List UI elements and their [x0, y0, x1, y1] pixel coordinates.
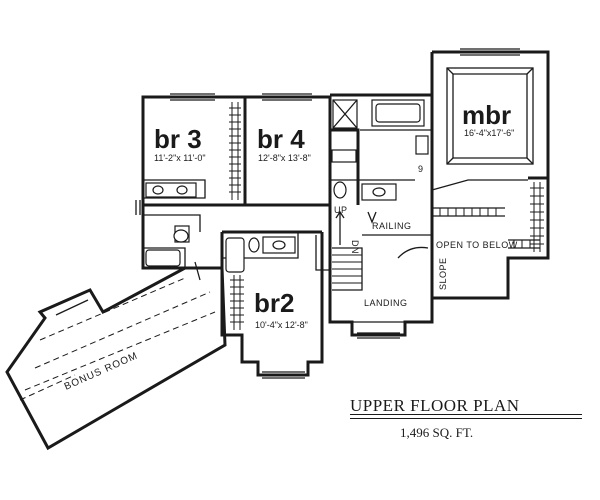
- label-open-to-below: OPEN TO BELOW: [436, 240, 518, 250]
- room-size-mbr: 16'-4"x17'-6": [464, 128, 514, 138]
- bath-fixtures: [145, 99, 429, 273]
- label-slope: SLOPE: [438, 257, 448, 290]
- room-size-br4: 12'-8"x 13'-8": [258, 153, 311, 163]
- railing: [431, 179, 540, 249]
- title-underline: [350, 414, 582, 415]
- exterior-walls: [141, 50, 550, 377]
- windows: [135, 48, 520, 379]
- label-up: UP: [334, 205, 348, 215]
- room-name-bonus: BONUS ROOM: [63, 350, 140, 392]
- mbr-tray-ceiling: [446, 67, 534, 165]
- bonus-room-walls: [5, 266, 227, 451]
- label-railing: RAILING: [372, 221, 412, 231]
- room-name-mbr: mbr: [462, 100, 511, 130]
- stairs: [194, 210, 432, 291]
- plan-title: UPPER FLOOR PLAN: [350, 396, 520, 415]
- plan-square-footage: 1,496 SQ. FT.: [400, 425, 474, 440]
- closet-hatching: [229, 102, 544, 330]
- room-name-br4: br 4: [257, 124, 305, 154]
- room-size-br3: 11'-2"x 11'-0": [154, 153, 206, 163]
- room-name-br3: br 3: [154, 124, 202, 154]
- interior-partitions: [143, 97, 432, 323]
- room-size-br2: 10'-4"x 12'-8": [255, 320, 308, 330]
- title-underline-secondary: [350, 418, 582, 419]
- label-landing: LANDING: [364, 298, 408, 308]
- label-step-count: 9: [418, 164, 424, 174]
- label-dn: DN: [350, 240, 360, 254]
- room-name-br2: br2: [254, 288, 294, 318]
